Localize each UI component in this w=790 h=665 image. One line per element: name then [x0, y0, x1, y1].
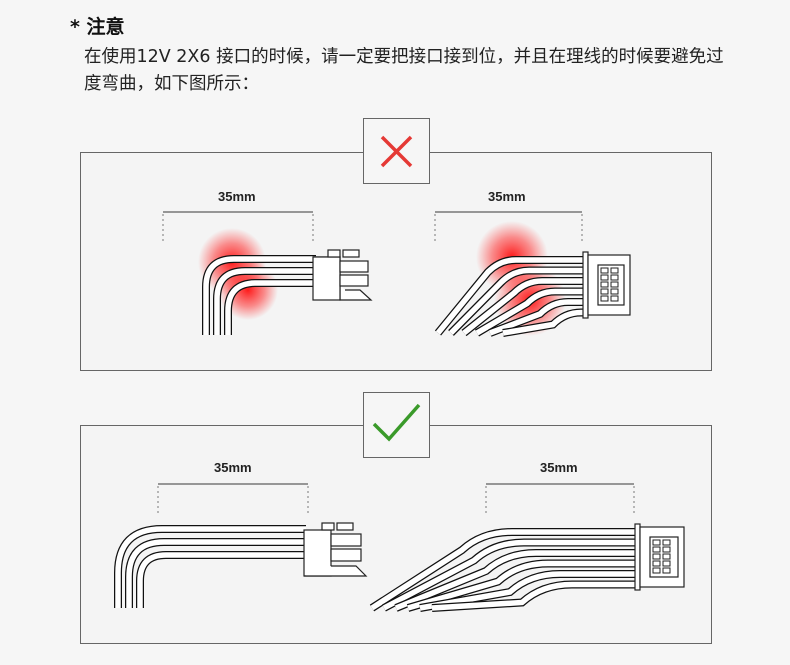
wire: [137, 552, 306, 608]
wire: [462, 278, 584, 336]
connector-pin: [662, 553, 671, 560]
connector-pin: [610, 267, 619, 274]
wire: [407, 560, 636, 611]
connector-pin: [600, 295, 609, 302]
connector-pin: [662, 560, 671, 567]
wire: [136, 551, 306, 608]
notice-text: 在使用12V 2X6 接口的时候，请一定要把接口接到位，并且在理线的时候要避免过…: [84, 47, 724, 94]
connector-pin: [600, 274, 609, 281]
wire: [370, 529, 636, 611]
wire: [449, 267, 584, 335]
connector-pin: [610, 274, 619, 281]
connector-pin: [652, 539, 661, 546]
dim-label: 35mm: [218, 189, 256, 204]
connector-pin: [662, 539, 671, 546]
wire: [475, 288, 584, 336]
connector-pin: [652, 567, 661, 574]
wire: [382, 539, 636, 611]
connector-pin: [600, 288, 609, 295]
wire: [502, 309, 584, 336]
wire: [115, 526, 306, 608]
wire: [419, 571, 636, 611]
dim-label: 35mm: [214, 460, 252, 475]
connector-pin: [652, 560, 661, 567]
wire: [431, 581, 636, 611]
connector-pin: [652, 553, 661, 560]
connector-pin: [662, 546, 671, 553]
connector-pin: [652, 546, 661, 553]
notice-title: * 注意: [70, 16, 125, 38]
wire: [394, 550, 636, 611]
wire: [203, 256, 316, 335]
wire: [225, 280, 316, 335]
wire: [214, 268, 316, 335]
connector: [303, 249, 685, 591]
wire: [489, 299, 584, 336]
dim-label: 35mm: [540, 460, 578, 475]
connector-pin: [610, 295, 619, 302]
connector-pin: [610, 288, 619, 295]
dim-label: 35mm: [488, 189, 526, 204]
check-icon: [363, 392, 430, 458]
wire: [435, 257, 584, 335]
cross-icon: [363, 118, 430, 184]
connector-pin: [600, 281, 609, 288]
connector-pin: [662, 567, 671, 574]
connector-pin: [600, 267, 609, 274]
connector-pin: [610, 281, 619, 288]
wire: [126, 539, 306, 608]
